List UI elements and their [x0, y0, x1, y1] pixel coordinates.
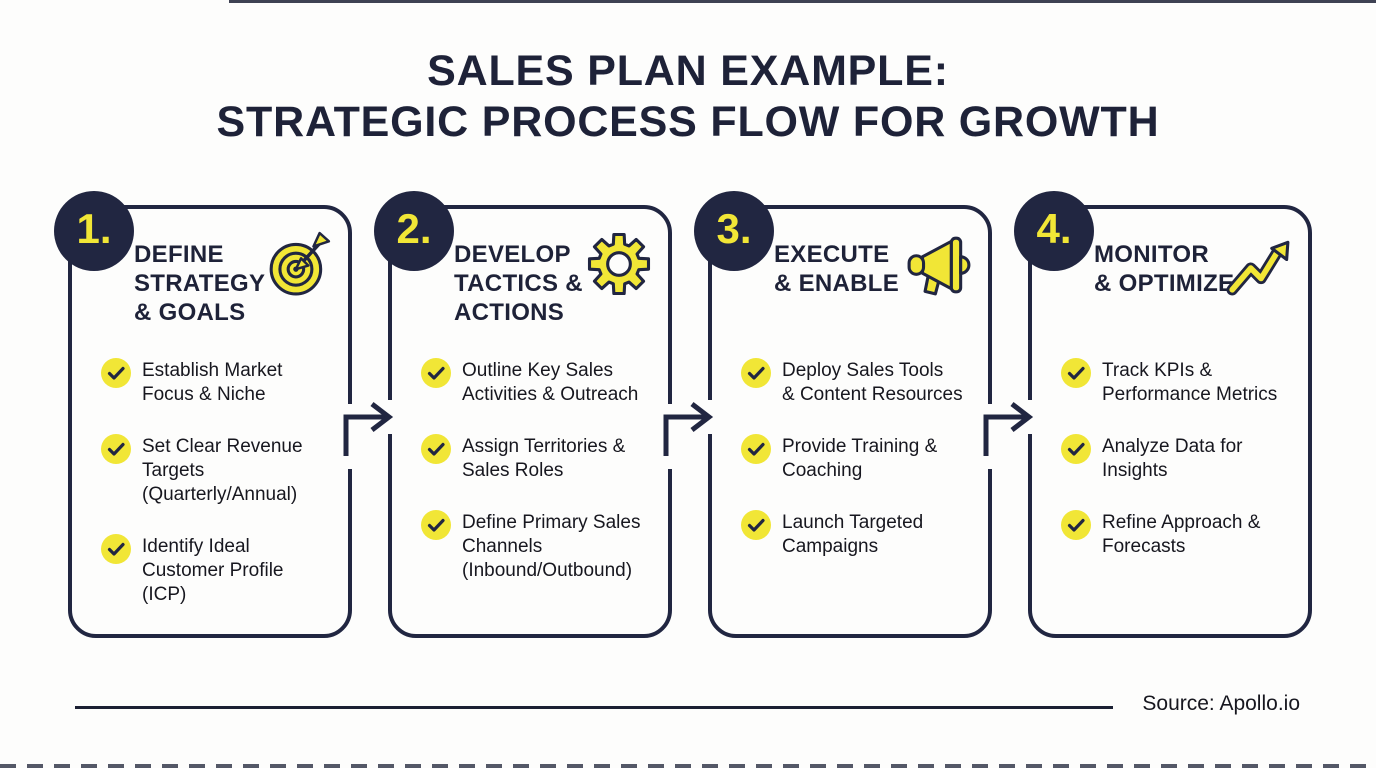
list-item: Analyze Data for Insights: [1061, 433, 1300, 483]
gear-icon: [586, 231, 652, 297]
list-item: Assign Territories & Sales Roles: [421, 433, 660, 483]
item-text: Provide Training & Coaching: [782, 435, 938, 481]
check-icon: [1061, 358, 1091, 388]
list-item: Deploy Sales Tools & Content Resources: [741, 358, 980, 407]
list-item: Define Primary Sales Channels (Inbound/O…: [421, 509, 660, 583]
growth-arrow-icon: [1226, 231, 1292, 297]
step-card-define-strategy: 1. DEFINE STRATEGY & GOALS Establish Mar…: [54, 191, 352, 638]
check-icon: [101, 433, 131, 464]
page-title-line2: STRATEGIC PROCESS FLOW FOR GROWTH: [216, 97, 1160, 146]
step-items: Establish Market Focus & Niche Set Clear…: [72, 358, 348, 626]
step-items: Outline Key Sales Activities & Outreach …: [392, 358, 668, 626]
check-icon: [741, 358, 771, 388]
check-icon: [1061, 433, 1091, 464]
item-text: Refine Approach & Forecasts: [1102, 511, 1261, 557]
bottom-edge-line: [0, 764, 1376, 768]
check-icon: [101, 358, 131, 388]
page-title-line1: SALES PLAN EXAMPLE:: [427, 47, 949, 95]
item-text: Analyze Data for Insights: [1102, 435, 1243, 481]
item-text: Outline Key Sales Activities & Outreach: [462, 360, 639, 405]
item-text: Identify Ideal Customer Profile (ICP): [142, 535, 284, 605]
page-title: SALES PLAN EXAMPLE: STRATEGIC PROCESS FL…: [0, 46, 1376, 147]
step-heading: DEVELOP TACTICS & ACTIONS: [454, 241, 583, 326]
step-heading: DEFINE STRATEGY & GOALS: [134, 241, 266, 326]
step-items: Deploy Sales Tools & Content Resources P…: [712, 358, 988, 626]
check-icon: [421, 433, 451, 464]
check-icon: [421, 509, 451, 540]
check-icon: [1061, 509, 1091, 540]
list-item: Provide Training & Coaching: [741, 433, 980, 483]
process-steps: 1. DEFINE STRATEGY & GOALS Establish Mar…: [54, 191, 1312, 638]
list-item: Identify Ideal Customer Profile (ICP): [101, 533, 340, 607]
check-icon: [741, 509, 771, 540]
target-icon: [266, 231, 332, 297]
item-text: Establish Market Focus & Niche: [142, 360, 283, 405]
list-item: Establish Market Focus & Niche: [101, 358, 340, 407]
item-text: Assign Territories & Sales Roles: [462, 435, 626, 481]
step-card-monitor-optimize: 4. MONITOR & OPTIMIZE Track KPIs & Perfo…: [1014, 191, 1312, 638]
step-number-badge: 1.: [54, 191, 134, 271]
step-number-badge: 3.: [694, 191, 774, 271]
step-number-badge: 4.: [1014, 191, 1094, 271]
check-icon: [741, 433, 771, 464]
step-card-execute-enable: 3. EXECUTE & ENABLE Deploy Sales Tools &…: [694, 191, 992, 638]
list-item: Track KPIs & Performance Metrics: [1061, 358, 1300, 407]
check-icon: [101, 533, 131, 564]
step-number-badge: 2.: [374, 191, 454, 271]
step-card-develop-tactics: 2. DEVELOP TACTICS & ACTIONS Outline Key…: [374, 191, 672, 638]
list-item: Set Clear Revenue Targets (Quarterly/Ann…: [101, 433, 340, 507]
item-text: Define Primary Sales Channels (Inbound/O…: [462, 511, 641, 581]
list-item: Refine Approach & Forecasts: [1061, 509, 1300, 559]
footer-divider: [75, 706, 1113, 709]
item-text: Deploy Sales Tools & Content Resources: [782, 360, 963, 405]
check-icon: [421, 358, 451, 388]
list-item: Outline Key Sales Activities & Outreach: [421, 358, 660, 407]
item-text: Track KPIs & Performance Metrics: [1102, 360, 1278, 405]
list-item: Launch Targeted Campaigns: [741, 509, 980, 559]
source-credit: Source: Apollo.io: [1142, 692, 1300, 715]
top-edge-line: [229, 0, 1376, 3]
item-text: Launch Targeted Campaigns: [782, 511, 924, 557]
step-heading: MONITOR & OPTIMIZE: [1094, 241, 1235, 297]
megaphone-icon: [906, 231, 972, 297]
step-items: Track KPIs & Performance Metrics Analyze…: [1032, 358, 1308, 626]
step-heading: EXECUTE & ENABLE: [774, 241, 900, 297]
item-text: Set Clear Revenue Targets (Quarterly/Ann…: [142, 435, 303, 505]
